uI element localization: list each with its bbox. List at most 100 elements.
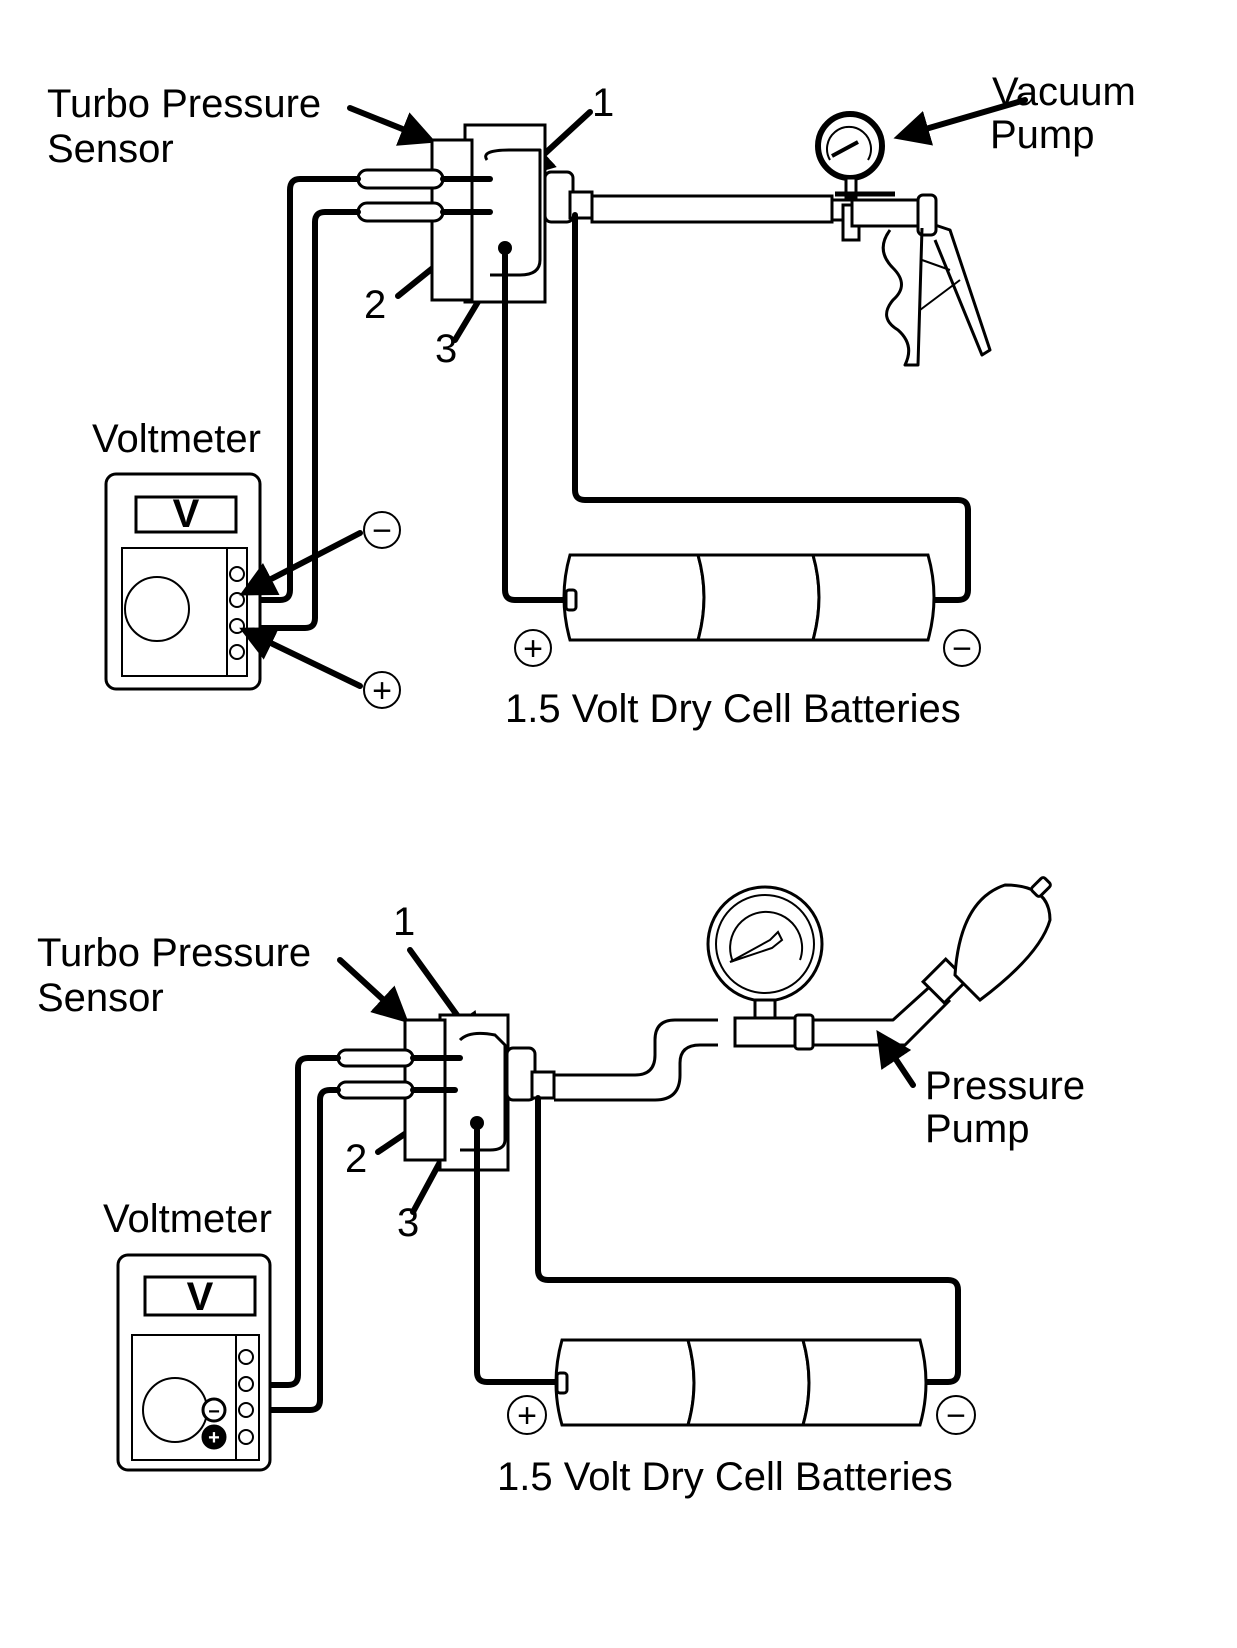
bottom-battery-pack [554, 1338, 928, 1427]
top-vacuum-gauge-scale [826, 125, 872, 161]
bottom-voltmeter-positive-symbol [201, 1424, 227, 1450]
top-negative-probe-sign: − [372, 512, 392, 550]
top-positive-probe-sign: + [372, 672, 392, 710]
top-battery-positive-wire [502, 252, 568, 603]
bottom-bulb-valve [1030, 876, 1052, 898]
bottom-pressure-hose [554, 1018, 718, 1102]
top-battery-cell-3 [811, 553, 936, 642]
top-terminal-2-label: 2 [364, 283, 386, 327]
top-pump-label-line2: Pump [990, 113, 1095, 157]
bottom-voltmeter: V − + [116, 1253, 272, 1472]
bottom-pressure-gauge-inner [715, 894, 815, 994]
bottom-wire-negative [247, 1055, 341, 1388]
bottom-battery-negative-symbol [936, 1395, 976, 1435]
top-positive-probe-arrow [239, 627, 363, 689]
bottom-voltmeter-jack-2 [238, 1376, 254, 1392]
top-hose [590, 194, 834, 224]
top-voltmeter-panel [121, 547, 248, 677]
bottom-battery-cell-3 [801, 1338, 928, 1427]
bottom-sensor-inner-outline [458, 1031, 507, 1152]
top-battery-positive-symbol [514, 629, 552, 667]
top-voltmeter-jack-3 [229, 618, 245, 634]
bottom-pressure-gauge-scale [729, 910, 804, 963]
bottom-sensor-fitting [530, 1070, 556, 1100]
bottom-probe-2 [336, 1080, 415, 1100]
top-vacuum-pump [815, 111, 992, 367]
bottom-pressure-gauge-assembly [706, 876, 1052, 1051]
top-wire-negative [242, 176, 361, 603]
bottom-tee-fitting [733, 1016, 797, 1048]
top-vacuum-gauge-stem [844, 176, 858, 200]
top-battery-negative-sign: − [952, 630, 972, 668]
top-negative-probe-arrow [239, 530, 363, 596]
top-battery-terminal [564, 588, 578, 612]
top-voltmeter-jack-2 [229, 592, 245, 608]
top-probe-leads [242, 168, 493, 631]
top-negative-probe-symbol [363, 511, 401, 549]
bottom-pressure-gauge-needle [729, 930, 784, 963]
top-probe-1 [356, 168, 445, 190]
top-vacuum-pump-head [916, 193, 938, 237]
bottom-voltmeter-negative-symbol [201, 1397, 227, 1423]
top-pump-arrow [893, 97, 1028, 146]
top-voltmeter-dial [124, 576, 190, 642]
top-vacuum-pump-linkage [919, 259, 961, 311]
top-vacuum-hose [590, 194, 854, 224]
bottom-voltmeter-positive-sign: + [208, 1427, 220, 1449]
bottom-terminal-3-pin [470, 1116, 484, 1130]
bottom-sensor-label-line2: Sensor [37, 976, 164, 1020]
top-terminal-1-label: 1 [592, 81, 614, 125]
top-vacuum-pump-grip [881, 227, 924, 367]
top-wire-positive [242, 209, 361, 631]
bottom-battery-cell-2 [686, 1338, 811, 1427]
bottom-voltmeter-display-text: V [187, 1275, 214, 1319]
bottom-battery-negative-wire [535, 1095, 961, 1385]
top-voltmeter-label: Voltmeter [92, 417, 261, 461]
top-voltmeter-display-text: V [173, 492, 200, 536]
bottom-terminal-1-label: 1 [393, 900, 415, 944]
top-vacuum-pump-barrel [850, 198, 924, 228]
top-battery-negative-symbol [943, 629, 981, 667]
bottom-pressure-pump-bulb [953, 883, 1052, 1002]
bottom-terminal-2-label: 2 [345, 1137, 367, 1181]
bottom-pump-label-line1: Pressure [925, 1064, 1085, 1108]
bottom-pressure-gauge-stem [753, 998, 777, 1020]
bottom-voltmeter-label: Voltmeter [103, 1197, 272, 1241]
bottom-voltmeter-jack-1 [238, 1349, 254, 1365]
top-battery-cell-2 [696, 553, 821, 642]
top-vacuum-pump-lever [933, 223, 992, 357]
bottom-voltmeter-jack-4 [238, 1429, 254, 1445]
bottom-probe-leads [247, 1048, 463, 1413]
top-sensor-inner-outline [484, 148, 542, 277]
bottom-pump-label-line2: Pump [925, 1107, 1030, 1151]
bottom-pump-arrow [876, 1030, 916, 1088]
top-battery-pack [562, 553, 936, 642]
top-battery-positive-sign: + [523, 630, 543, 668]
bottom-battery-cell-1 [554, 1338, 696, 1427]
top-voltmeter-display [134, 495, 238, 534]
bottom-battery-positive-symbol [507, 1395, 547, 1435]
top-probe-2 [356, 201, 445, 223]
bottom-wire-positive [247, 1087, 341, 1413]
top-terminal-3-label: 3 [435, 327, 457, 371]
bottom-battery-negative-sign: − [946, 1397, 966, 1435]
bottom-voltmeter-negative-sign: − [208, 1401, 220, 1423]
bottom-voltmeter-panel [131, 1334, 260, 1461]
bottom-panel: Turbo Pressure Sensor 1 2 3 Pressure Pum… [37, 876, 1085, 1499]
top-pump-label-line1: Vacuum [992, 70, 1136, 114]
bottom-sensor-arrow [337, 957, 409, 1024]
top-voltmeter: V [104, 472, 262, 691]
top-sensor-label-line1: Turbo Pressure [47, 82, 321, 126]
top-terminal-3-pin [498, 241, 512, 255]
top-battery-label: 1.5 Volt Dry Cell Batteries [505, 687, 961, 731]
bottom-battery-positive-sign: + [517, 1397, 537, 1435]
bottom-probe-1 [336, 1048, 415, 1068]
bottom-sensor-label-line1: Turbo Pressure [37, 931, 311, 975]
top-vacuum-gauge-needle [831, 140, 859, 158]
bottom-battery-terminal [555, 1371, 569, 1395]
bottom-voltmeter-jack-3 [238, 1402, 254, 1418]
top-panel: Turbo Pressure Sensor 1 2 3 Vacuum Pump [47, 70, 1136, 731]
top-battery-negative-wire [572, 212, 971, 603]
bottom-voltmeter-display [143, 1275, 257, 1317]
